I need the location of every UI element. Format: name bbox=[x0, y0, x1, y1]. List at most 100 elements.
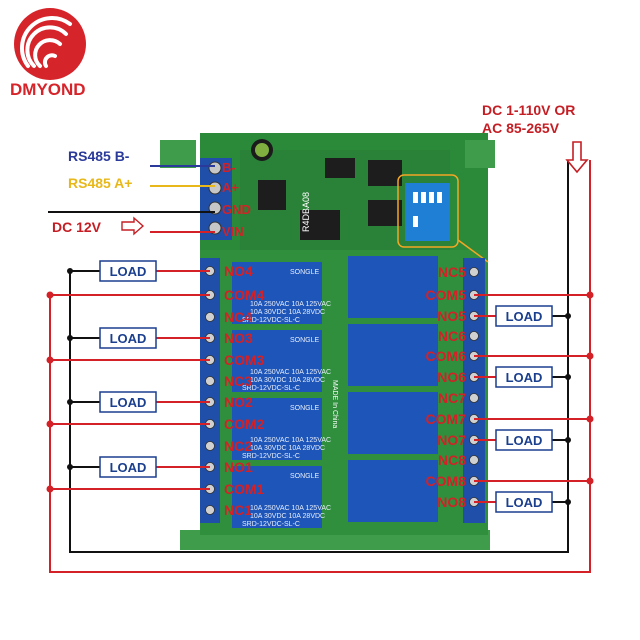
junction-dot bbox=[46, 420, 54, 428]
junction-dot bbox=[565, 374, 571, 380]
terminal-label-no5: NO5 bbox=[437, 308, 466, 324]
terminal-label-com2: COM2 bbox=[224, 416, 265, 432]
junction-dot bbox=[46, 356, 54, 364]
terminal-label-nc4: NC4 bbox=[224, 309, 252, 325]
terminal-label-com7: COM7 bbox=[426, 411, 467, 427]
dc12v-label: DC 12V bbox=[52, 219, 102, 235]
terminal-screw bbox=[205, 505, 215, 515]
junction-dot bbox=[67, 464, 73, 470]
junction-dot bbox=[586, 352, 594, 360]
load-box: LOAD bbox=[99, 456, 157, 478]
wiring bbox=[46, 160, 594, 573]
terminal-label-nc5: NC5 bbox=[438, 264, 466, 280]
terminal-label-no7: NO7 bbox=[437, 432, 466, 448]
junction-dot bbox=[46, 485, 54, 493]
made-in-text: MADE In China bbox=[331, 380, 338, 428]
terminal-label-com3: COM3 bbox=[224, 352, 265, 368]
terminal-label-nc1: NC1 bbox=[224, 502, 252, 518]
brand-logo: DMYOND bbox=[10, 8, 86, 99]
relay-brand: SONGLE bbox=[290, 337, 320, 344]
relay-column-right bbox=[348, 256, 438, 522]
terminal-label-no1: NO1 bbox=[224, 459, 253, 475]
terminal-label-no4: NO4 bbox=[224, 263, 253, 279]
terminal-label-no6: NO6 bbox=[437, 369, 466, 385]
load-box: LOAD bbox=[99, 327, 157, 349]
power-input-label: DC 1-110V OR AC 85-265V bbox=[482, 102, 589, 174]
relay-model: SRD-12VDC-SL-C bbox=[242, 385, 300, 392]
load-label: LOAD bbox=[506, 495, 543, 510]
input-labels: RS485 B- RS485 A+ DC 12V bbox=[52, 148, 145, 236]
relay-brand: SONGLE bbox=[290, 473, 320, 480]
relay-rating-line: 10A 30VDC 10A 28VDC bbox=[250, 309, 325, 316]
load-box: LOAD bbox=[495, 429, 553, 451]
power-terminal-label: B- bbox=[222, 160, 236, 175]
relay-rating-line: 10A 30VDC 10A 28VDC bbox=[250, 377, 325, 384]
terminal-screw bbox=[205, 441, 215, 451]
load-label: LOAD bbox=[506, 370, 543, 385]
terminal-label-no2: NO2 bbox=[224, 394, 253, 410]
terminal-label-com1: COM1 bbox=[224, 481, 265, 497]
relay-rating-line: 10A 250VAC 10A 125VAC bbox=[250, 437, 331, 444]
relay-rating-line: 10A 250VAC 10A 125VAC bbox=[250, 301, 331, 308]
junction-dot bbox=[46, 291, 54, 299]
load-box: LOAD bbox=[495, 305, 553, 327]
terminal-label-no3: NO3 bbox=[224, 330, 253, 346]
junction-dot bbox=[67, 268, 73, 274]
relay-rating-line: 10A 30VDC 10A 28VDC bbox=[250, 513, 325, 520]
rs485-a-label: RS485 A+ bbox=[68, 175, 132, 191]
terminal-label-nc6: NC6 bbox=[438, 328, 466, 344]
junction-dot bbox=[565, 437, 571, 443]
load-label: LOAD bbox=[110, 395, 147, 410]
terminal-label-nc3: NC3 bbox=[224, 373, 252, 389]
relay-rating-line: 10A 250VAC 10A 125VAC bbox=[250, 369, 331, 376]
relay-rating-line: 10A 250VAC 10A 125VAC bbox=[250, 505, 331, 512]
terminal-label-com5: COM5 bbox=[426, 287, 467, 303]
right-terminal-block bbox=[463, 258, 485, 523]
load-label: LOAD bbox=[110, 331, 147, 346]
power-terminal-block bbox=[200, 158, 232, 240]
rs485-b-label: RS485 B- bbox=[68, 148, 130, 164]
junction-dot bbox=[565, 313, 571, 319]
load-label: LOAD bbox=[506, 309, 543, 324]
terminal-screw bbox=[469, 267, 479, 277]
supply-bus-red bbox=[49, 160, 591, 573]
junction-dot bbox=[586, 291, 594, 299]
terminal-label-com8: COM8 bbox=[426, 473, 467, 489]
power-input-line1: DC 1-110V OR bbox=[482, 102, 575, 118]
power-terminal-label: VIN bbox=[222, 224, 244, 239]
junction-dot bbox=[586, 415, 594, 423]
power-input-line2: AC 85-265V bbox=[482, 120, 560, 136]
dc12v-arrow-icon bbox=[121, 216, 145, 236]
left-terminal-block bbox=[200, 258, 220, 523]
terminal-screw bbox=[469, 393, 479, 403]
relay-brand: SONGLE bbox=[290, 405, 320, 412]
terminal-label-com4: COM4 bbox=[224, 287, 265, 303]
terminal-screw bbox=[469, 331, 479, 341]
terminal-label-no8: NO8 bbox=[437, 494, 466, 510]
junction-dot bbox=[565, 499, 571, 505]
board-model: R4DBA08 bbox=[301, 192, 311, 232]
terminal-label-nc8: NC8 bbox=[438, 452, 466, 468]
load-box: LOAD bbox=[495, 491, 553, 513]
junction-dot bbox=[67, 399, 73, 405]
terminal-label-nc2: NC2 bbox=[224, 438, 252, 454]
terminal-label-nc7: NC7 bbox=[438, 390, 466, 406]
relay-model: SRD-12VDC-SL-C bbox=[242, 453, 300, 460]
terminal-screw bbox=[205, 312, 215, 322]
relay-model: SRD-12VDC-SL-C bbox=[242, 521, 300, 528]
load-label: LOAD bbox=[110, 460, 147, 475]
junction-dot bbox=[67, 335, 73, 341]
load-box: LOAD bbox=[495, 366, 553, 388]
relay-brand: SONGLE bbox=[290, 269, 320, 276]
terminal-label-com6: COM6 bbox=[426, 348, 467, 364]
load-label: LOAD bbox=[110, 264, 147, 279]
load-box: LOAD bbox=[99, 391, 157, 413]
relay-model: SRD-12VDC-SL-C bbox=[242, 317, 300, 324]
power-terminal-label: A+ bbox=[222, 180, 239, 195]
load-boxes: LOAD LOAD LOAD LOAD LOAD LOAD LOAD LOAD bbox=[99, 260, 553, 513]
junction-dot bbox=[586, 477, 594, 485]
relay-terminal-labels: NO4COM4NC4NO3COM3NC3NO2COM2NC2NO1COM1NC1… bbox=[224, 263, 466, 518]
relay-column-left bbox=[232, 262, 322, 528]
